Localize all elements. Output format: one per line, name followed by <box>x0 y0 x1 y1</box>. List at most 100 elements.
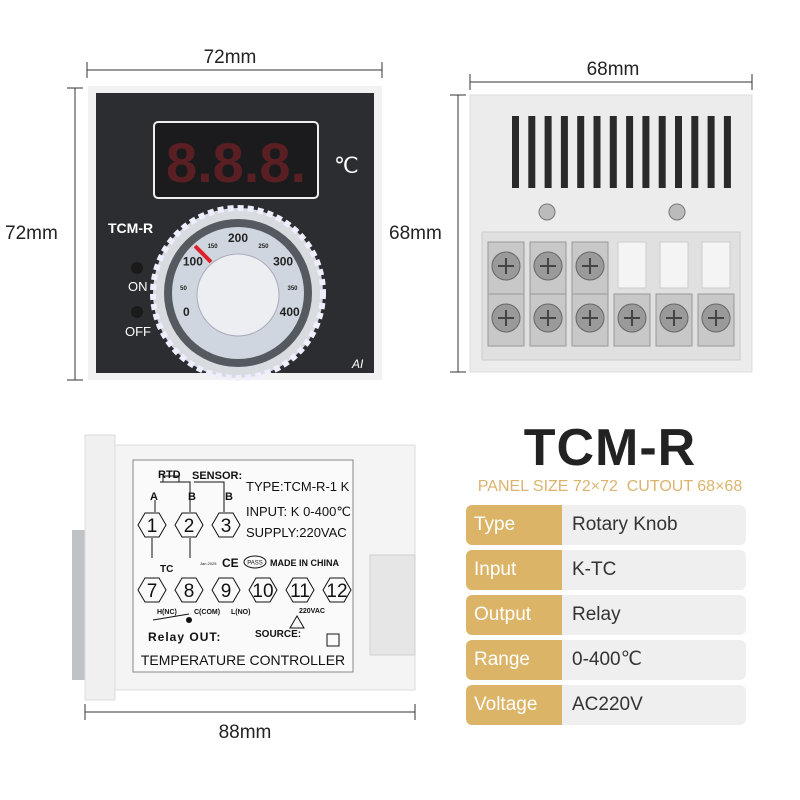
terminal-number: 8 <box>184 581 195 602</box>
dial-tick-label: 350 <box>287 286 298 292</box>
pass-mark: PASS <box>247 561 263 567</box>
display-digits: 8.8.8. <box>166 131 306 194</box>
vent-slot <box>675 116 682 188</box>
wiring-label <box>132 459 354 673</box>
back-height-label: 68mm <box>389 223 442 244</box>
dial-tick-label: 100 <box>183 255 203 269</box>
vent-slot <box>691 116 699 188</box>
terminal-hexagon <box>174 577 204 603</box>
side-view <box>72 434 416 701</box>
front-width-label: 72mm <box>204 47 257 68</box>
unit-label: ℃ <box>334 153 359 178</box>
terminal-number: 9 <box>221 581 232 602</box>
tc-label: TC <box>160 564 173 575</box>
dial-tick-label: 200 <box>228 231 248 245</box>
vent-slot <box>560 116 568 188</box>
relay-pin-label: H(NC) <box>157 609 177 616</box>
sensor-label: SENSOR: <box>192 470 242 482</box>
relay-pin-label: C(COM) <box>194 609 220 616</box>
front-panel: 8.8.8. ℃ TCM-R ON OFF AI 050100150200250… <box>88 86 382 381</box>
terminal-slot-empty <box>701 241 731 289</box>
terminal-hexagon <box>322 577 352 603</box>
relay-out-label: Relay OUT: <box>148 630 221 644</box>
vent-slot <box>593 116 601 188</box>
spec-label: Input <box>466 550 562 590</box>
vent-slot <box>626 116 634 188</box>
rtd-resistor-icon <box>162 475 180 483</box>
vent-slot <box>577 116 585 188</box>
warning-icon <box>289 615 305 629</box>
sensor-pin-label: A <box>150 491 158 503</box>
spec-value: K-TC <box>562 550 746 590</box>
made-in-text: MADE IN CHINA <box>270 558 339 568</box>
spec-label: Output <box>466 595 562 635</box>
relay-pin-label: L(NO) <box>231 609 250 616</box>
terminal-slot-empty <box>617 241 647 289</box>
input-text: INPUT: K 0-400℃ <box>246 504 351 519</box>
spec-value: 0-400℃ <box>562 640 746 680</box>
spec-value: AC220V <box>562 685 746 725</box>
on-label: ON <box>128 279 148 294</box>
type-text: TYPE:TCM-R-1 K <box>246 479 350 494</box>
ce-mark: CE <box>222 556 239 570</box>
dial-tick-label: 250 <box>258 244 269 250</box>
supply-text: SUPPLY:220VAC <box>246 525 347 540</box>
terminal-number: 2 <box>184 516 195 537</box>
screw-icon <box>668 203 686 221</box>
back-view <box>469 94 753 373</box>
vent-slot <box>609 116 617 188</box>
terminal-number: 3 <box>221 516 232 537</box>
vent-slot <box>658 116 666 188</box>
product-subtitle: PANEL SIZE 72×72 CUTOUT 68×68 <box>477 478 743 495</box>
label-footer: TEMPERATURE CONTROLLER <box>141 652 345 668</box>
date-text: Jan 2025 <box>200 561 217 566</box>
product-title: TCM-R <box>523 419 697 477</box>
rtd-label: RTD <box>158 469 181 481</box>
off-indicator <box>131 306 143 318</box>
brand-label: AI <box>351 357 364 371</box>
terminal-hexagon <box>285 577 315 603</box>
dial-tick-label: 150 <box>208 244 219 250</box>
dial-tick-label: 50 <box>180 286 187 292</box>
double-insulation-icon <box>326 633 340 647</box>
source-label: SOURCE: <box>255 629 301 640</box>
spec-value: Relay <box>562 595 746 635</box>
terminal-hexagon <box>174 512 204 538</box>
back-width-label: 68mm <box>587 59 640 80</box>
off-label: OFF <box>125 324 151 339</box>
terminal-number: 11 <box>290 581 310 602</box>
dial-tick-label: 300 <box>273 255 293 269</box>
dial-tick-label: 400 <box>280 305 300 319</box>
terminal-number: 1 <box>147 516 158 537</box>
vent-slot <box>512 116 519 188</box>
on-indicator <box>131 262 143 274</box>
dial-tick-label: 0 <box>183 305 190 319</box>
screw-icon <box>538 203 556 221</box>
terminal-slot-empty <box>659 241 689 289</box>
led-display <box>153 121 319 199</box>
knob-cap[interactable] <box>196 253 280 337</box>
spec-label: Voltage <box>466 685 562 725</box>
front-height-label: 72mm <box>5 223 58 244</box>
source-voltage: 220VAC <box>299 608 325 615</box>
spec-label: Type <box>466 505 562 545</box>
rotary-knob[interactable]: 0 50 100 150 200 250 300 350 400 <box>150 205 326 381</box>
vent-slot <box>528 116 536 188</box>
spec-value: Rotary Knob <box>562 505 746 545</box>
side-depth-label: 88mm <box>219 722 272 743</box>
sensor-pin-label: B <box>188 491 196 503</box>
terminal-hexagon <box>211 512 241 538</box>
vent-slot <box>642 116 650 188</box>
terminal-number: 10 <box>252 581 273 602</box>
spec-label: Range <box>466 640 562 680</box>
vent-slot <box>544 116 552 188</box>
terminal-hexagon <box>248 577 278 603</box>
dimension-lines <box>67 62 753 720</box>
vent-slot <box>723 116 731 188</box>
